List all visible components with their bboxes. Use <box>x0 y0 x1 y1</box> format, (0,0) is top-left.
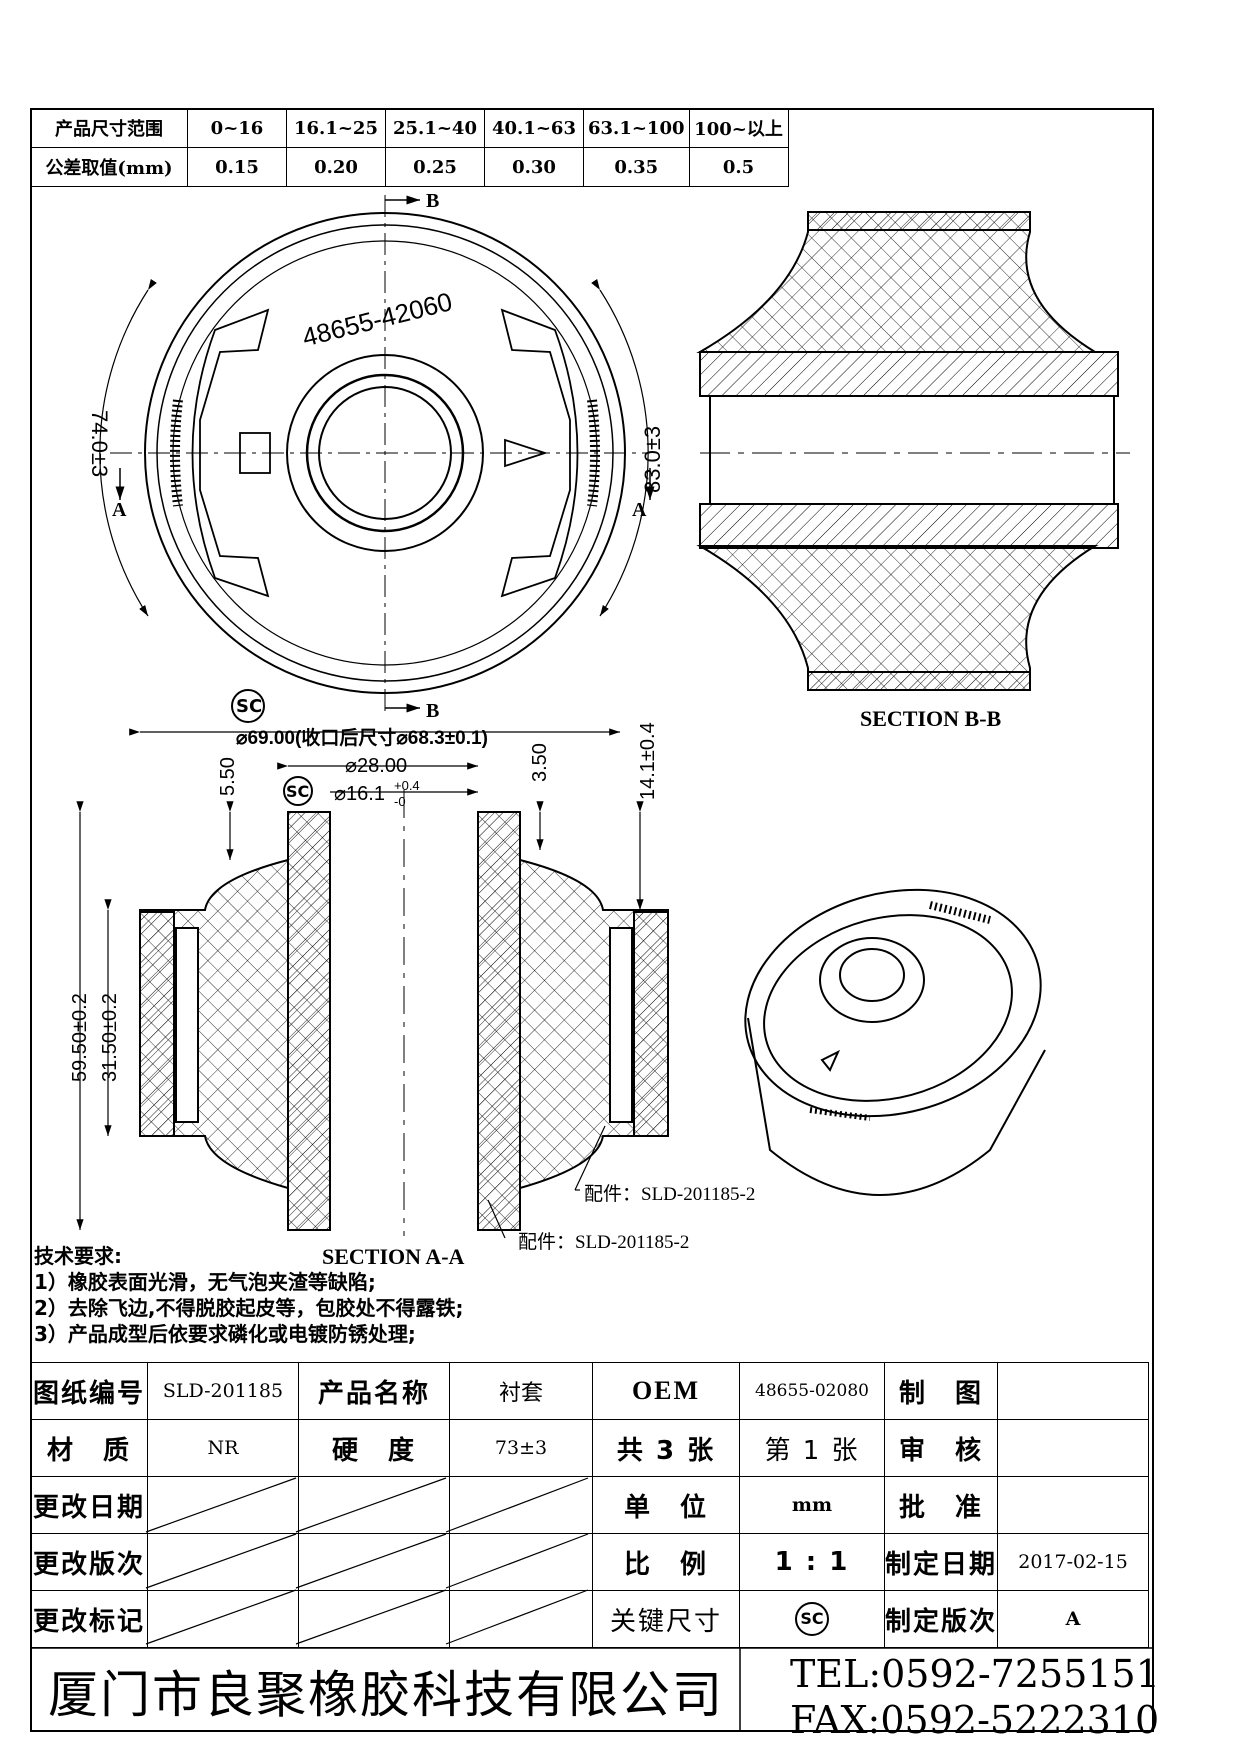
section-a-right-label: A <box>632 499 647 521</box>
change-mark-cell <box>298 1590 450 1648</box>
change-date-label: 更改日期 <box>30 1476 148 1534</box>
requirement-item: 3）产品成型后依要求磷化或电镀防锈处理; <box>34 1322 416 1346</box>
value-cell: 0.35 <box>583 147 690 187</box>
section-aa-label: SECTION A-A <box>322 1244 465 1269</box>
part-ref-1: 配件：SLD-201185-2 <box>584 1183 755 1205</box>
scale-label: 比 例 <box>592 1533 740 1591</box>
requirements-title: 技术要求: <box>34 1244 122 1268</box>
company-fax: FAX:0592-5222310 <box>790 1698 1160 1742</box>
part-ref-2: 配件：SLD-201185-2 <box>518 1231 689 1253</box>
oem-number: 48655-02080 <box>739 1362 885 1420</box>
range-cell: 0~16 <box>187 108 287 148</box>
requirement-item: 1）橡胶表面光滑，无气泡夹渣等缺陷; <box>34 1270 376 1294</box>
value-cell: 0.5 <box>688 147 789 187</box>
make-rev: A <box>997 1590 1150 1648</box>
make-date: 2017-02-15 <box>997 1533 1150 1591</box>
dim-3150: 31.50±0.2 <box>99 993 121 1082</box>
sc-circle-top <box>231 689 265 723</box>
change-rev-label: 更改版次 <box>30 1533 148 1591</box>
product-name: 衬套 <box>449 1362 593 1420</box>
section-aa-dimensions <box>76 728 644 1239</box>
dim-bore-tol-plus: +0.4 <box>394 778 420 793</box>
drawing-no-label: 图纸编号 <box>30 1362 148 1420</box>
value-cell: 0.20 <box>286 147 386 187</box>
change-date-cell <box>449 1476 593 1534</box>
change-mark-cell <box>449 1590 593 1648</box>
dim-350: 3.50 <box>529 743 551 782</box>
dim-right-label: 83.0±3 <box>640 426 665 493</box>
change-date-cell <box>298 1476 450 1534</box>
sheets-total: 共 3 张 <box>592 1419 740 1477</box>
dim-5950: 59.50±0.2 <box>69 993 91 1082</box>
dim-28: ⌀28.00 <box>345 755 407 777</box>
tolerance-table: 产品尺寸范围 0~16 16.1~25 25.1~40 40.1~63 63.1… <box>30 108 789 187</box>
scale: 1 : 1 <box>739 1533 885 1591</box>
dim-left-label: 74.0±3 <box>87 410 112 477</box>
tolerance-value-label: 公差取值(mm) <box>30 147 188 187</box>
change-rev-cell <box>298 1533 450 1591</box>
oem-label: OEM <box>592 1362 740 1420</box>
value-cell: 0.15 <box>187 147 287 187</box>
section-a-left-label: A <box>112 499 127 521</box>
section-b-top-label: B <box>426 190 439 212</box>
section-bb-label: SECTION B-B <box>860 706 1002 731</box>
dim-bore: ⌀16.1 <box>334 783 385 805</box>
material: NR <box>147 1419 299 1477</box>
make-rev-label: 制定版次 <box>883 1590 999 1648</box>
dim-outer: ⌀69.00(收口后尺寸⌀68.3±0.1) <box>236 726 488 749</box>
sc-mark-bore: SC <box>286 782 309 801</box>
range-cell: 63.1~100 <box>583 108 690 148</box>
key-dim-label: 关键尺寸 <box>592 1590 740 1648</box>
range-cell: 100~以上 <box>688 108 789 148</box>
company-name: 厦门市良聚橡胶科技有限公司 <box>48 1666 724 1724</box>
range-cell: 25.1~40 <box>385 108 485 148</box>
dim-141: 14.1±0.4 <box>637 722 659 800</box>
change-rev-cell <box>449 1533 593 1591</box>
isometric-view <box>744 888 1046 1196</box>
value-cell: 0.30 <box>484 147 584 187</box>
approve-value <box>997 1476 1150 1534</box>
make-date-label: 制定日期 <box>883 1533 999 1591</box>
sc-circle-bore <box>283 776 313 806</box>
section-aa-view <box>139 790 669 1236</box>
change-mark-label: 更改标记 <box>30 1590 148 1648</box>
unit-label: 单 位 <box>592 1476 740 1534</box>
check-value <box>997 1419 1150 1477</box>
change-mark-cell <box>147 1590 299 1648</box>
drawing-no: SLD-201185 <box>147 1362 299 1420</box>
title-block: 图纸编号 SLD-201185 产品名称 衬套 OEM 48655-02080 … <box>30 1362 1150 1648</box>
dim-bore-tol-minus: -0 <box>394 794 406 809</box>
approve-label: 批 准 <box>883 1476 999 1534</box>
drawn-label: 制 图 <box>883 1362 999 1420</box>
key-dim-symbol-cell: SC <box>739 1590 885 1648</box>
company-tel: TEL:0592-7255151 <box>790 1652 1160 1696</box>
front-view <box>99 195 655 713</box>
product-name-label: 产品名称 <box>298 1362 450 1420</box>
section-bb-view <box>696 211 1130 691</box>
sc-symbol: SC <box>795 1602 829 1636</box>
drawn-value <box>997 1362 1150 1420</box>
hardness-label: 硬 度 <box>298 1419 450 1477</box>
requirement-item: 2）去除飞边,不得脱胶起皮等，包胶处不得露铁; <box>34 1296 464 1320</box>
section-b-bottom-label: B <box>426 700 439 722</box>
sc-mark-top: SC <box>236 696 262 717</box>
dim-550: 5.50 <box>217 757 239 796</box>
value-cell: 0.25 <box>385 147 485 187</box>
material-label: 材 质 <box>30 1419 148 1477</box>
